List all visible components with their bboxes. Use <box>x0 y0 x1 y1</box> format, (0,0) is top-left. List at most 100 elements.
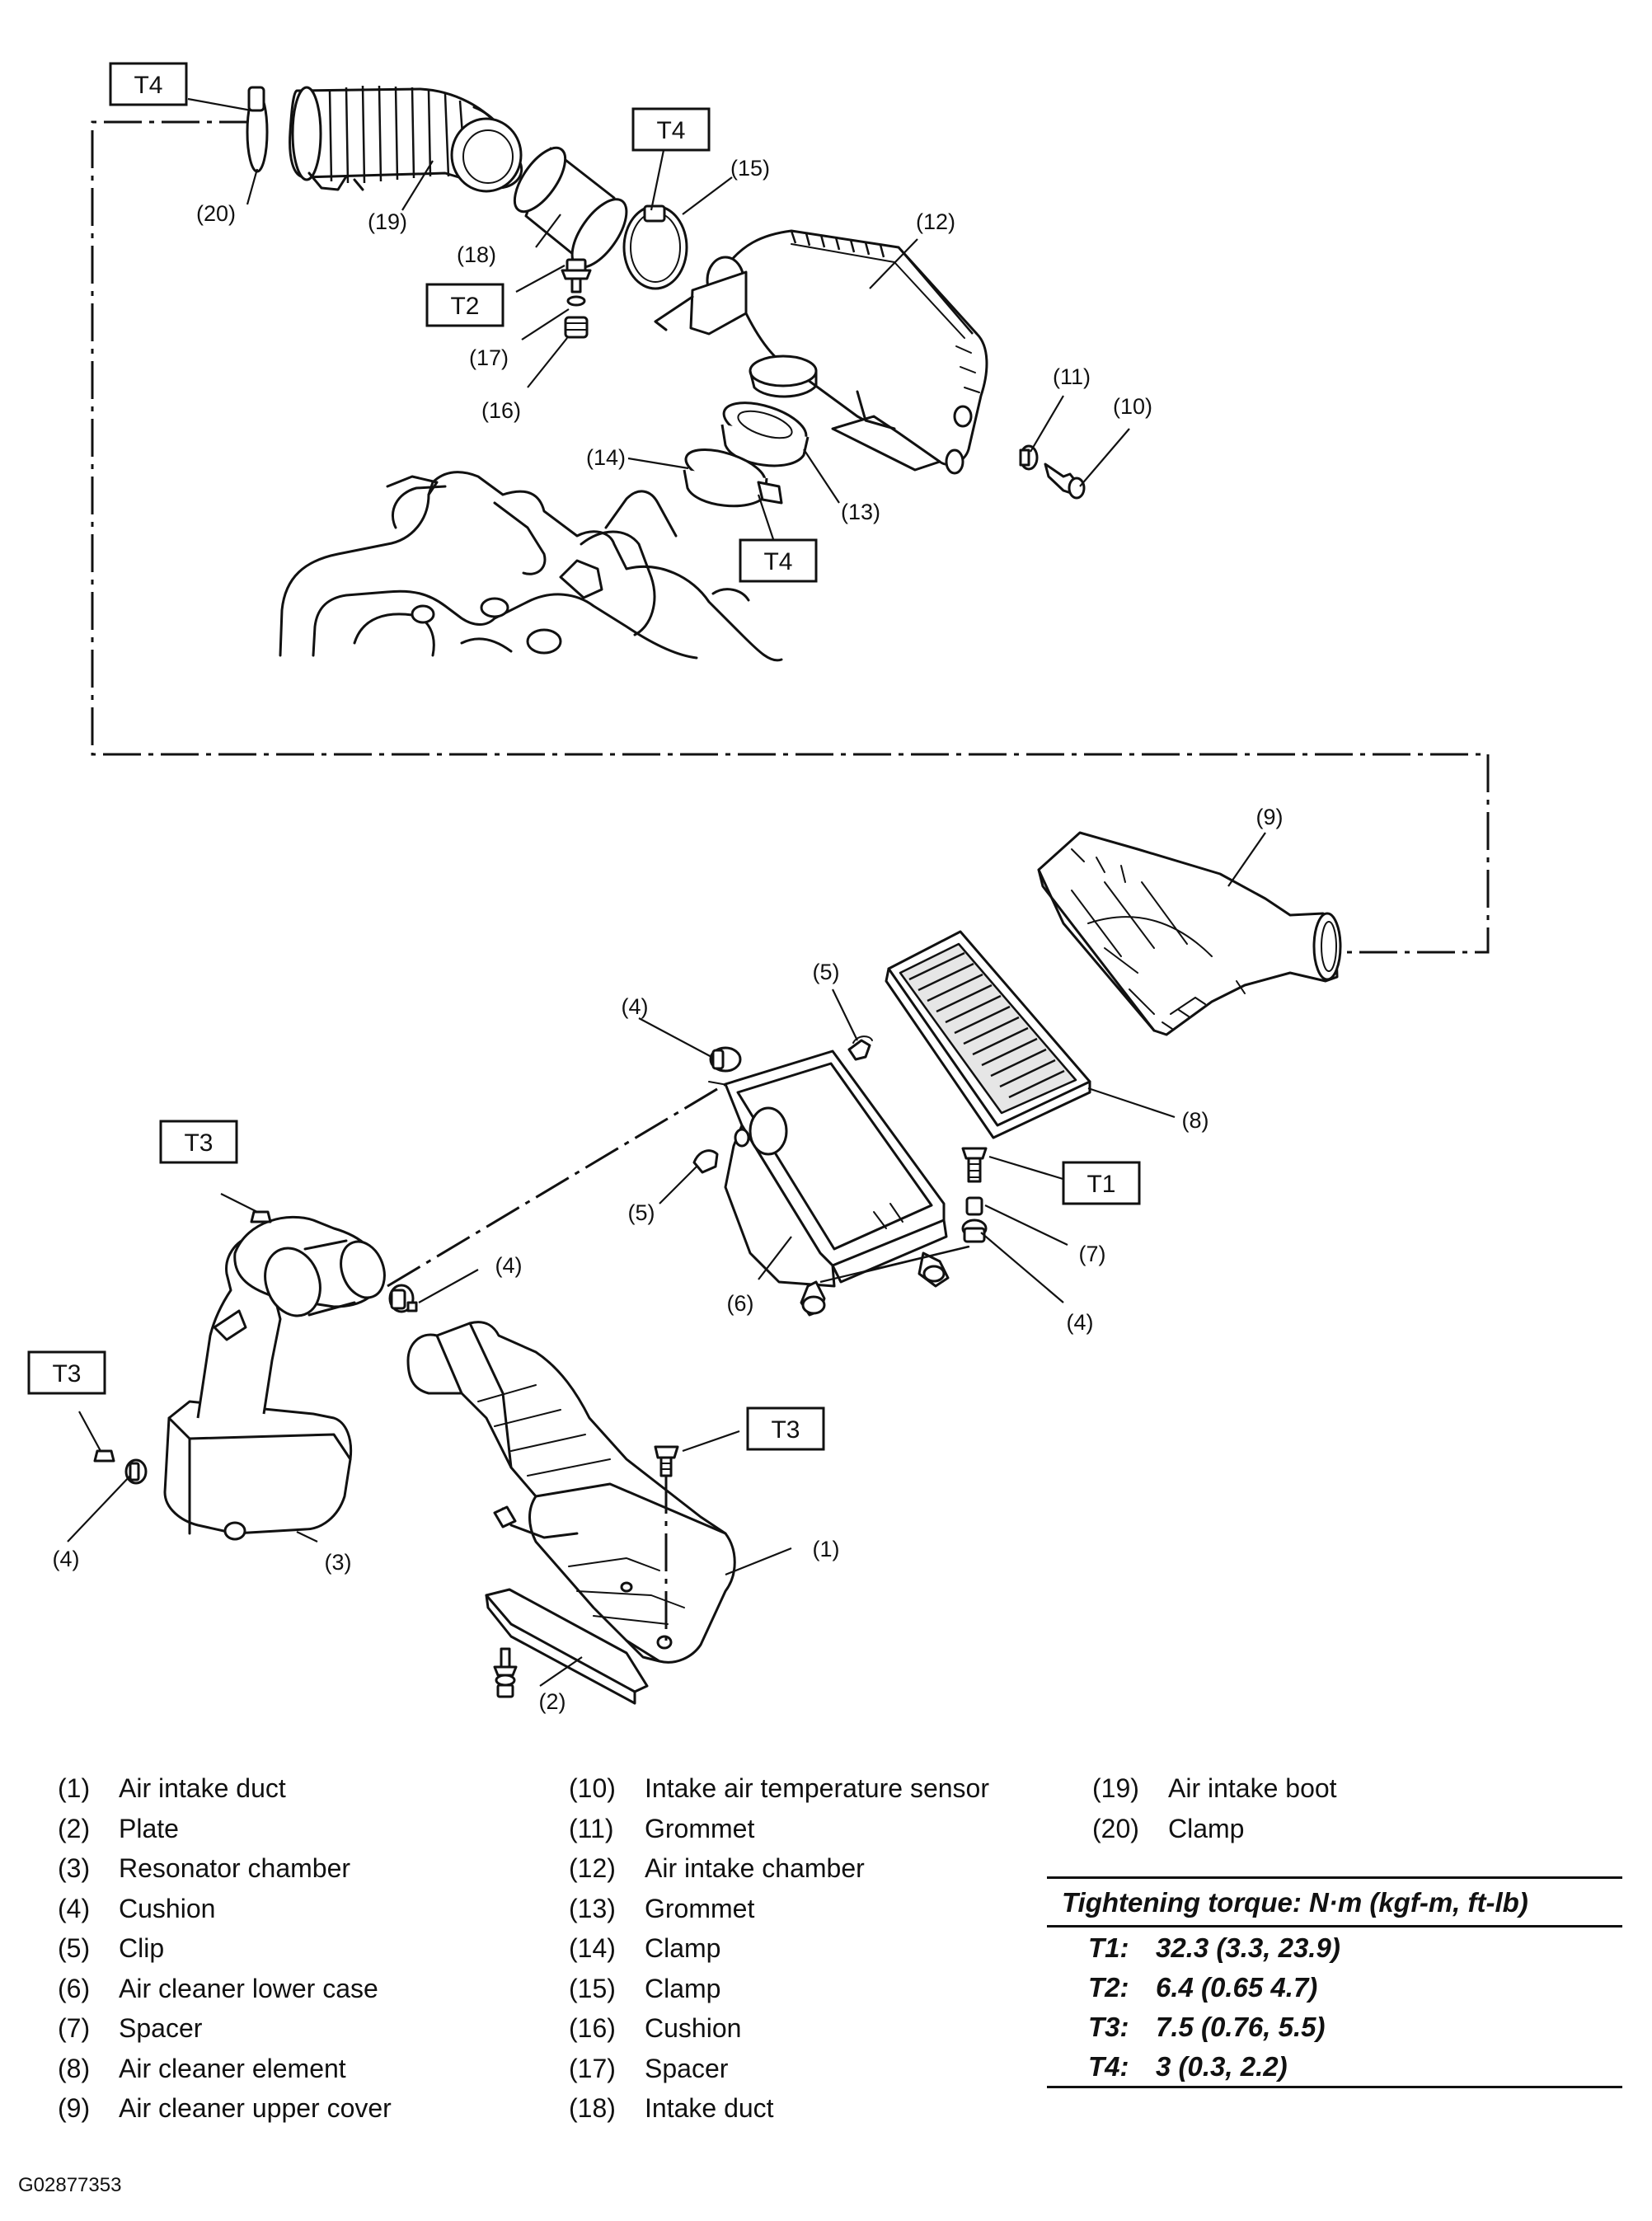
torque-value: 7.5 (0.76, 5.5) <box>1156 2012 1326 2042</box>
legend-row: (13) Grommet <box>569 1894 1030 1934</box>
legend-part-name: Clamp <box>645 1973 721 2003</box>
legend-part-name: Air intake chamber <box>645 1853 865 1883</box>
legend-number: (9) <box>58 2093 91 2123</box>
legend-part-name: Cushion <box>119 1893 216 1923</box>
bolt-spacer-cushion-t1-drawing <box>961 1147 988 1243</box>
callout-11: (11) <box>1053 364 1091 389</box>
legend-row: (20)Clamp <box>1092 1814 1554 1854</box>
air-cleaner-lower-case-6-drawing <box>724 1049 970 1317</box>
legend-number: (2) <box>58 1813 91 1843</box>
legend-row: (7)Spacer <box>58 2013 519 2054</box>
legend-part-name: Grommet <box>645 1893 755 1923</box>
callout-17: (17) <box>469 345 509 370</box>
legend-row: (1)Air intake duct <box>58 1773 519 1814</box>
torque-value: 3 (0.3, 2.2) <box>1156 2051 1288 2082</box>
grommet-11-drawing <box>1019 444 1039 471</box>
legend-part-name: Clip <box>119 1933 165 1963</box>
callout-5-lower: (5) <box>628 1200 655 1225</box>
torque-tag-t4-boot: T4 <box>109 62 188 106</box>
legend-part-name: Intake duct <box>645 2093 774 2123</box>
air-cleaner-element-8-drawing <box>885 930 1091 1139</box>
legend-part-name: Air intake boot <box>1168 1773 1337 1803</box>
torque-tag-t3-duct: T3 <box>746 1406 825 1451</box>
callout-4-t1: (4) <box>1067 1310 1094 1335</box>
legend-number: (10) <box>569 1773 616 1803</box>
cushion-4-resonator-drawing <box>388 1284 418 1313</box>
torque-table-title: Tightening torque: N·m (kgf-m, ft-lb) <box>1047 1879 1622 1928</box>
legend-number: (8) <box>58 2053 91 2083</box>
bolt-t3-resonator-top-drawing <box>250 1210 272 1223</box>
clip-5-upper-drawing <box>847 1035 873 1061</box>
engine-intake-manifold-drawing <box>279 471 783 662</box>
legend-row: (2)Plate <box>58 1814 519 1854</box>
svg-text:T4: T4 <box>656 117 685 144</box>
bolt-plate-drawing <box>493 1647 518 1698</box>
legend-row: (19)Air intake boot <box>1092 1773 1554 1814</box>
legend-part-name: Air intake duct <box>119 1773 286 1803</box>
clamp-15-drawing <box>622 204 688 290</box>
assembly-connection-line <box>91 120 1490 954</box>
legend-row: (6) Air cleaner lower case <box>58 1974 519 2014</box>
resonator-chamber-3-drawing <box>163 1215 386 1541</box>
air-intake-duct-1-drawing <box>406 1321 736 1664</box>
legend-row: (10)Intake air temperature sensor <box>569 1773 1030 1814</box>
legend-row: (11) Grommet <box>569 1814 1030 1854</box>
parts-legend-column-3: (19)Air intake boot (20)Clamp <box>1092 1773 1554 1853</box>
callout-1: (1) <box>813 1537 840 1561</box>
legend-row: (4)Cushion <box>58 1894 519 1934</box>
legend-row: (12)Air intake chamber <box>569 1853 1030 1894</box>
legend-row: (14)Clamp <box>569 1933 1030 1974</box>
legend-part-name: Air cleaner lower case <box>119 1973 378 2003</box>
torque-key: T2: <box>1088 1972 1129 2003</box>
legend-part-name: Spacer <box>645 2053 729 2083</box>
legend-part-name: Air cleaner upper cover <box>119 2093 392 2123</box>
legend-number: (3) <box>58 1853 91 1883</box>
legend-number: (11) <box>569 1813 614 1843</box>
torque-key: T1: <box>1088 1932 1129 1963</box>
plate-2-drawing <box>485 1588 649 1705</box>
legend-number: (6) <box>58 1973 91 2003</box>
legend-row: (15) Clamp <box>569 1974 1030 2014</box>
legend-number: (15) <box>569 1973 616 2003</box>
leader-lines <box>67 97 1266 1687</box>
torque-tag-t4-manifold: T4 <box>739 538 818 583</box>
torque-row: T4: 3 (0.3, 2.2) <box>1047 2046 1622 2086</box>
torque-value: 6.4 (0.65 4.7) <box>1156 1972 1318 2003</box>
clip-5-lower-drawing <box>692 1149 719 1174</box>
figure-code: G02877353 <box>18 2174 122 2196</box>
callout-4-case: (4) <box>622 994 649 1019</box>
callout-15: (15) <box>730 156 770 181</box>
svg-text:T3: T3 <box>184 1129 213 1157</box>
callout-3: (3) <box>325 1550 352 1575</box>
callout-19: (19) <box>368 209 407 234</box>
part-callouts: (20) (19) (18) (15) (12) (17) (16) (14) … <box>53 156 1284 1714</box>
legend-part-name: Spacer <box>119 2013 203 2043</box>
air-intake-chamber-12-drawing <box>654 229 988 475</box>
callout-13: (13) <box>841 500 880 524</box>
legend-part-name: Resonator chamber <box>119 1853 351 1883</box>
bolt-cushion-spacer-16-17-drawing <box>561 258 592 339</box>
torque-key: T4: <box>1088 2051 1129 2082</box>
legend-part-name: Grommet <box>645 1813 755 1843</box>
torque-tag-t4-clamp: T4 <box>631 107 711 152</box>
callout-12: (12) <box>916 209 955 234</box>
svg-text:T4: T4 <box>134 72 162 99</box>
bolt-t3-duct-drawing <box>654 1445 679 1641</box>
torque-row: T2: 6.4 (0.65 4.7) <box>1047 1967 1622 2007</box>
svg-text:T1: T1 <box>1086 1171 1115 1198</box>
callout-4-resonator: (4) <box>495 1253 523 1278</box>
legend-number: (18) <box>569 2093 616 2123</box>
torque-row: T1:32.3 (3.3, 23.9) <box>1047 1928 1622 1967</box>
legend-row: (9) Air cleaner upper cover <box>58 2093 519 2134</box>
clamp-20-drawing <box>246 86 269 173</box>
callout-18: (18) <box>457 242 496 267</box>
legend-number: (13) <box>569 1893 616 1923</box>
legend-number: (16) <box>569 2013 616 2043</box>
torque-key: T3: <box>1088 2012 1129 2042</box>
callout-9: (9) <box>1256 805 1284 829</box>
clamp-14-drawing <box>683 448 783 508</box>
resonator-to-case-line <box>387 1082 726 1288</box>
air-cleaner-upper-cover-9-drawing <box>1037 831 1342 1036</box>
svg-text:T3: T3 <box>52 1360 81 1388</box>
